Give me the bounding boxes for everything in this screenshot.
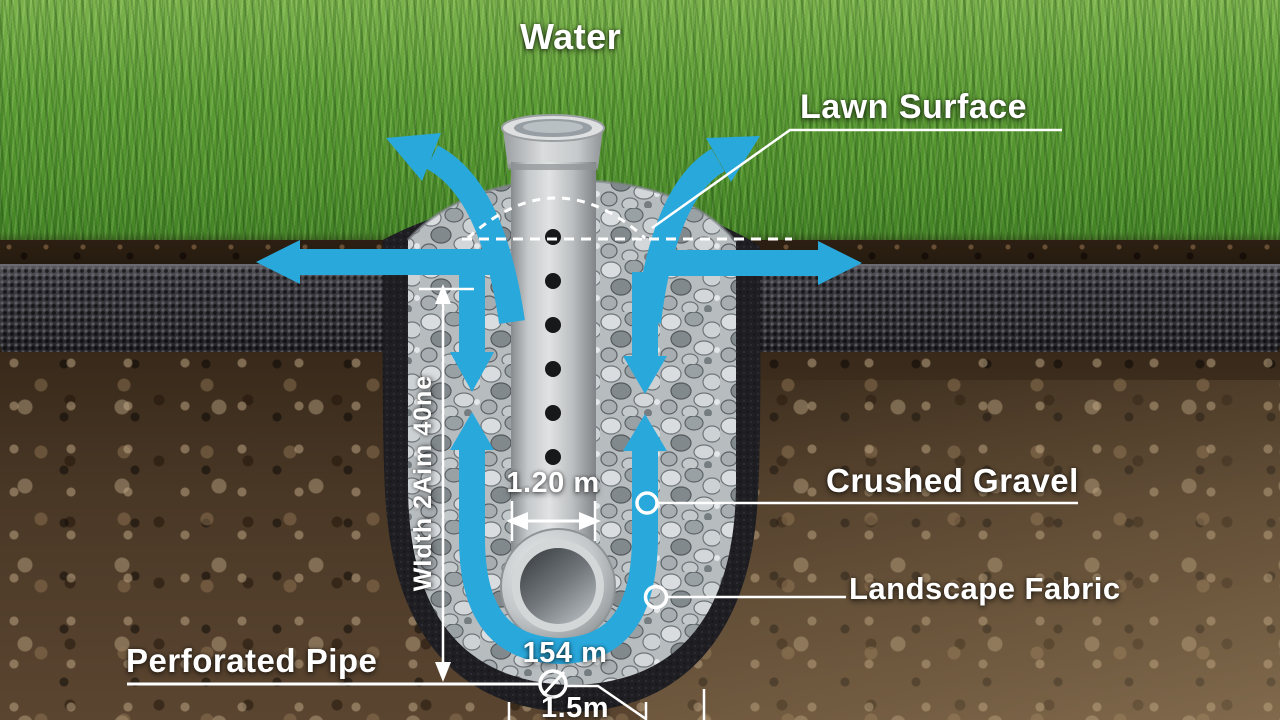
dimension-bottom-width: 1.5m — [540, 692, 610, 720]
water-arc-left-arrowhead — [386, 133, 441, 181]
label-water: Water — [520, 16, 622, 57]
dimension-gravel-length: 154 m — [522, 637, 608, 669]
pipe-diameter-slash — [541, 670, 566, 697]
water-arrow-right-down-head — [623, 356, 667, 394]
water-arrow-right-up-head — [623, 414, 667, 451]
water-flow-arrows — [256, 133, 862, 665]
perforated-pipe-graphic — [500, 114, 616, 644]
pipe-diameter-symbol — [538, 669, 568, 699]
bottom-width-leader — [567, 684, 647, 720]
landscape-fabric-marker — [643, 584, 669, 610]
pipe-perforations — [545, 229, 561, 465]
crushed-gravel-marker — [635, 491, 659, 515]
lawn-surface-leader — [651, 128, 1062, 230]
pipe-elbow-opening — [520, 548, 596, 624]
label-landscape-fabric: Landscape Fabric — [849, 571, 1121, 606]
bottom-width-ticks — [507, 689, 706, 720]
label-perforated-pipe: Perforated Pipe — [126, 642, 378, 679]
water-arrow-left-down-head — [450, 352, 494, 392]
pipe-socket-ring — [508, 164, 598, 170]
pipe-opening-inner — [523, 121, 583, 133]
water-arc-left — [425, 145, 525, 324]
water-arrow-right-head — [818, 241, 862, 285]
pipe-body — [511, 162, 596, 552]
water-arc-right-arrowhead — [706, 136, 760, 182]
depth-dimension-arrow-down — [435, 662, 451, 682]
water-flow-u-band — [459, 448, 658, 665]
water-arrow-left-head — [256, 240, 300, 284]
label-crushed-gravel: Crushed Gravel — [826, 462, 1079, 499]
dashed-mound-arc — [466, 196, 647, 240]
water-arrow-left-up-head — [450, 412, 494, 450]
pipe-width-arrow-right — [579, 512, 601, 530]
lawn-grass-layer — [0, 0, 1280, 258]
dimension-pipe-width: 1.20 m — [506, 467, 600, 499]
depth-dimension-arrow-up — [435, 284, 451, 304]
annotation-lines — [127, 128, 1078, 720]
pipe-width-arrow-left — [506, 512, 528, 530]
dimension-depth-note: WIdth 2Aim 40ne — [409, 374, 437, 592]
label-lawn-surface: Lawn Surface — [800, 88, 1028, 126]
